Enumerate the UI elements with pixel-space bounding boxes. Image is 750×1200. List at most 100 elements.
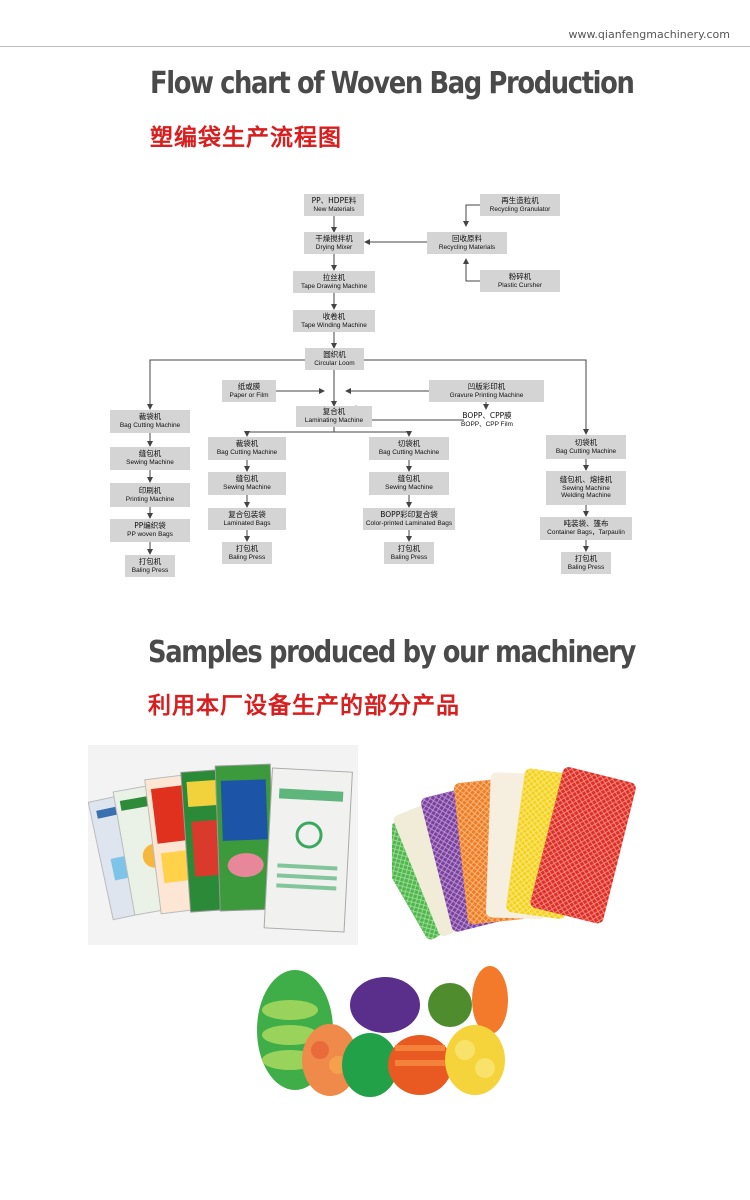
node-right-sewing: 缝包机 Sewing Machine (369, 472, 449, 495)
node-label-cn: PP编织袋 (134, 521, 166, 531)
node-label-cn: 复合包装袋 (228, 509, 266, 519)
node-label-en: Container Bags，Tarpaulin (547, 529, 625, 537)
node-left-baling-press: 打包机 Baling Press (125, 555, 175, 577)
node-label-cn: 裁袋机 (138, 412, 162, 422)
node-label-en: Laminating Machine (304, 417, 364, 425)
flowchart-title-en: Flow chart of Woven Bag Production (150, 66, 635, 101)
node-label-en: Baling Press (567, 563, 605, 571)
node-label-cn: BOPP彩印复合袋 (380, 509, 438, 519)
header-divider (0, 46, 750, 47)
node-label-en: Sewing Machine (385, 484, 433, 492)
node-container-bag-cutting: 切袋机 Bag Cutting Machine (546, 435, 626, 459)
node-label-cn: 凹版彩印机 (467, 381, 506, 391)
node-new-materials: PP、HDPE料 New Materials (304, 194, 364, 216)
node-label-cn: 缝包机 (397, 474, 421, 484)
node-left-bag-cutting: 裁袋机 Bag Cutting Machine (110, 410, 190, 433)
node-label-en: Baling Press (228, 553, 266, 561)
node-label-en: Bag Cutting Machine (119, 422, 181, 430)
node-label-cn: 圆织机 (323, 349, 346, 359)
node-paper-film: 纸或膜 Paper or Film (222, 380, 276, 402)
node-tape-winding: 收卷机 Tape Winding Machine (293, 310, 375, 332)
node-label-en: Paper or Film (229, 391, 269, 399)
node-left-printing: 印刷机 Printing Machine (110, 483, 190, 507)
photo-woven-bags (88, 745, 358, 945)
node-label-en: Printing Machine (125, 495, 175, 503)
node-right-bag-cutting: 切袋机 Bag Cutting Machine (369, 437, 449, 460)
node-mid-laminated-bags: 复合包装袋 Laminated Bags (208, 508, 286, 530)
node-label-en: Sewing Machine (223, 484, 271, 492)
node-laminating-machine: 复合机 Laminating Machine (296, 406, 372, 427)
node-label-en: Tape Winding Machine (301, 321, 367, 329)
node-left-sewing: 缝包机 Sewing Machine (110, 447, 190, 470)
node-drying-mixer: 干燥搅拌机 Drying Mixer (304, 232, 364, 254)
node-label-cn: 粉碎机 (508, 271, 532, 281)
samples-title-en: Samples produced by our machinery (148, 635, 636, 670)
node-label-en: BOPP、CPP Film (461, 420, 513, 428)
node-label-cn: 打包机 (235, 543, 259, 553)
node-mid-baling-press: 打包机 Baling Press (222, 542, 272, 564)
node-plastic-crusher: 粉碎机 Plastic Cursher (480, 270, 560, 292)
node-label-cn: 打包机 (397, 543, 421, 553)
arrow-bopp-to-laminating (353, 405, 464, 421)
node-label-en: Gravure Printing Machine (449, 391, 524, 399)
node-label-cn: 缝包机 (138, 449, 162, 459)
arrow-laminating-to-mid-branch (244, 427, 335, 437)
node-label-en: Plastic Cursher (497, 281, 543, 289)
node-label-cn: 吨装袋、篷布 (563, 519, 609, 529)
node-left-pp-woven-bags: PP编织袋 PP woven Bags (110, 519, 190, 542)
arrow-loom-to-left-branch (147, 359, 305, 410)
node-label-cn: 回收原料 (452, 233, 482, 243)
node-container-sewing-welding: 缝包机、熔接机 Sewing Machine Welding Machine (546, 471, 626, 505)
photo-mesh-bags (392, 762, 640, 940)
node-tape-drawing: 拉丝机 Tape Drawing Machine (293, 271, 375, 293)
node-label-en: Recycling Materials (438, 243, 496, 251)
node-bopp-cpp-film: BOPP、CPP膜 BOPP、CPP Film (456, 409, 518, 431)
photo-produce-bags (250, 950, 518, 1100)
samples-title-cn: 利用本厂设备生产的部分产品 (148, 693, 460, 719)
node-label-cn: 打包机 (138, 556, 162, 566)
node-label-cn: 缝包机 (235, 474, 259, 484)
node-label-cn: 拉丝机 (322, 272, 346, 282)
node-label-cn: 印刷机 (138, 485, 162, 495)
arrow-laminating-to-right-branch (334, 431, 412, 437)
arrow-crusher-to-recycling (463, 258, 480, 282)
node-label-en: Bag Cutting Machine (378, 449, 440, 457)
node-label-en: Laminated Bags (223, 519, 271, 527)
node-right-bopp-laminated-bags: BOPP彩印复合袋 Color-printed Laminated Bags (363, 508, 455, 530)
node-label-en: Circular Loom (314, 359, 355, 367)
node-mid-bag-cutting: 裁袋机 Bag Cutting Machine (208, 437, 286, 460)
node-label-cn: 纸或膜 (237, 381, 261, 391)
flowchart-title-cn: 塑编袋生产流程图 (150, 125, 342, 151)
site-url[interactable]: www.qianfengmachinery.com (568, 28, 730, 41)
node-circular-loom: 圆织机 Circular Loom (305, 348, 364, 370)
node-label-cn: 裁袋机 (235, 439, 259, 449)
node-label-cn: 再生造粒机 (501, 195, 539, 205)
node-recycling-materials: 回收原料 Recycling Materials (427, 232, 507, 254)
arrow-loom-to-container-branch (364, 359, 589, 435)
flowchart: PP、HDPE料 New Materials 再生造粒机 Recycling G… (110, 194, 632, 577)
node-label-en: Baling Press (131, 566, 169, 574)
node-label-cn: BOPP、CPP膜 (462, 410, 512, 420)
node-label-cn: 打包机 (574, 553, 598, 563)
node-label-en-2: Welding Machine (561, 492, 611, 500)
node-right-baling-press: 打包机 Baling Press (384, 542, 434, 564)
node-label-en: PP woven Bags (127, 531, 173, 539)
node-label-en: Drying Mixer (315, 243, 353, 251)
node-label-cn: PP、HDPE料 (311, 195, 357, 205)
node-label-en: New Materials (313, 205, 355, 213)
node-label-cn: 缝包机、熔接机 (559, 475, 613, 485)
node-label-cn: 收卷机 (322, 311, 346, 321)
node-mid-sewing: 缝包机 Sewing Machine (208, 472, 286, 495)
node-gravure-printing: 凹版彩印机 Gravure Printing Machine (429, 380, 544, 402)
node-container-bags-tarpaulin: 吨装袋、篷布 Container Bags，Tarpaulin (540, 517, 632, 540)
node-label-en: Bag Cutting Machine (555, 447, 617, 455)
node-label-cn: 切袋机 (397, 439, 421, 449)
node-label-cn: 复合机 (322, 407, 346, 417)
node-label-en: Baling Press (390, 553, 428, 561)
node-container-baling-press: 打包机 Baling Press (561, 552, 611, 574)
node-label-en: Sewing Machine (126, 459, 174, 467)
node-label-en: Bag Cutting Machine (216, 449, 278, 457)
node-label-cn: 切袋机 (574, 437, 598, 447)
node-label-en: Color-printed Laminated Bags (365, 519, 453, 527)
node-recycling-granulator: 再生造粒机 Recycling Granulator (480, 194, 560, 216)
